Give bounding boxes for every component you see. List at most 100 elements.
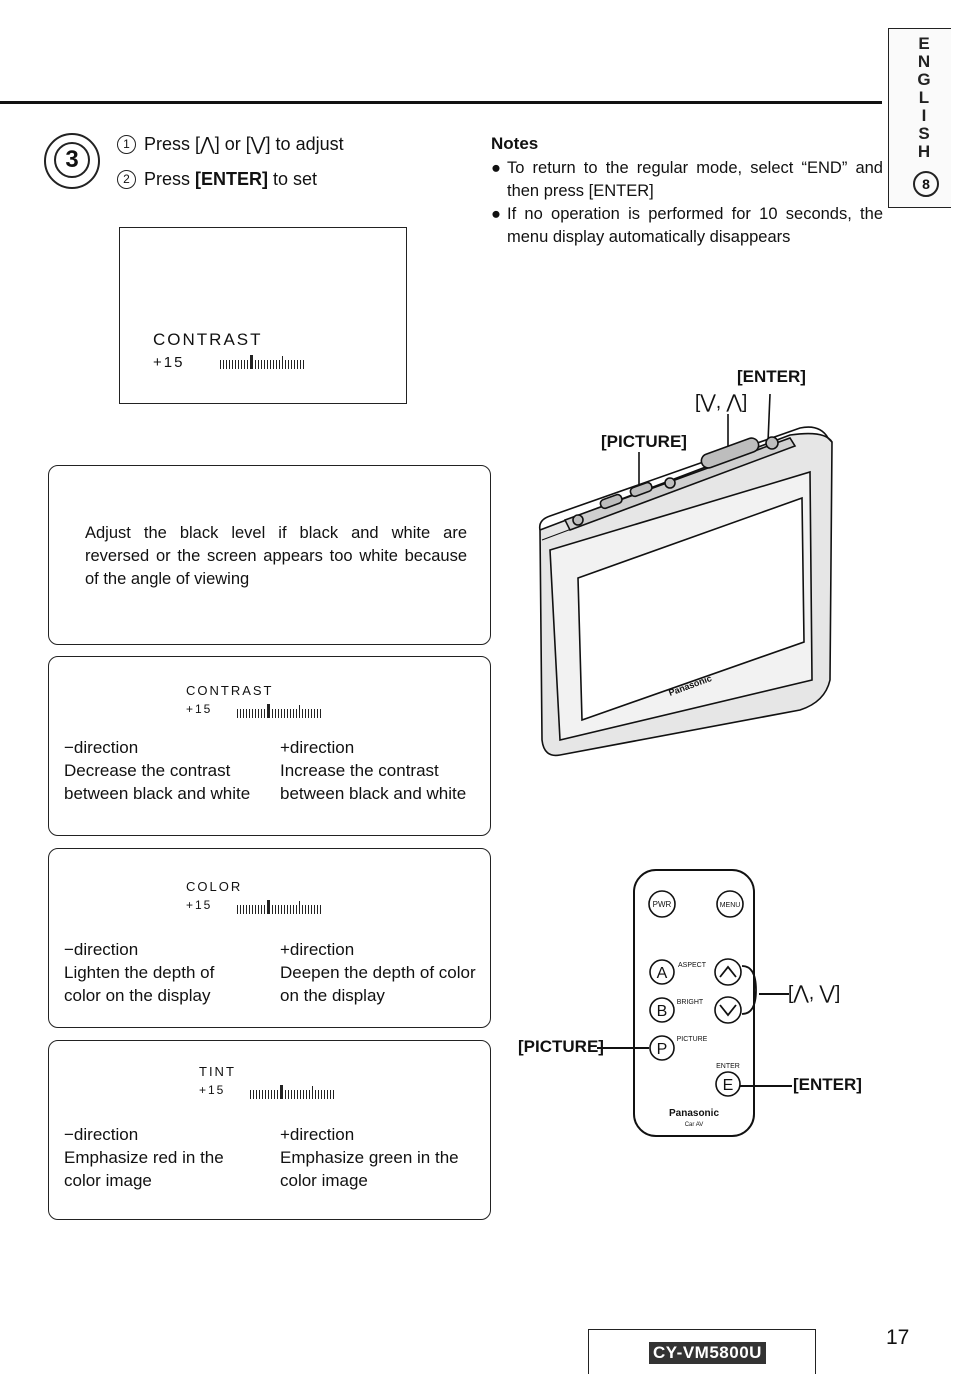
meter-tick	[287, 709, 288, 718]
meter-tick	[285, 360, 286, 369]
remote-menu-text: MENU	[720, 902, 741, 909]
meter-tick	[294, 360, 295, 369]
remote-aspect-button[interactable]	[649, 959, 675, 985]
meter-tick	[299, 705, 300, 718]
intro-box: Adjust the black level if black and whit…	[48, 465, 491, 645]
remote-enter-label: [ENTER]	[793, 1075, 862, 1094]
meter-tick	[308, 709, 309, 718]
minus-direction-desc-2: color on the display	[64, 986, 211, 1005]
step-line-2-pre: Press	[144, 169, 196, 189]
setting-label: TINT	[199, 1064, 236, 1079]
remote-picture-button[interactable]	[649, 1035, 675, 1061]
remote-down-button[interactable]	[714, 996, 742, 1024]
meter-tick	[312, 1086, 313, 1099]
plus-direction-desc-2: between black and white	[280, 784, 467, 803]
meter-tick	[268, 1090, 269, 1099]
meter-tick	[258, 360, 259, 369]
plus-direction-desc-1: Increase the contrast	[280, 761, 439, 780]
model-badge: CY-VM5800U	[588, 1329, 816, 1374]
note-text-2: If no operation is performed for 10 seco…	[507, 205, 883, 246]
remote-pwr-button[interactable]	[648, 890, 676, 918]
meter-tick	[261, 905, 262, 914]
setting-box-color: COLOR +15 −direction Lighten the depth o…	[48, 848, 491, 1028]
remote-picture-text: PICTURE	[677, 1036, 708, 1043]
top-rule	[0, 101, 882, 104]
remote-enter-text: ENTER	[716, 1063, 740, 1070]
meter-tick	[317, 709, 318, 718]
remote-arrows-label: [⋀, ⋁]	[788, 983, 841, 1004]
meter-tick	[249, 709, 250, 718]
meter-tick	[287, 905, 288, 914]
meter-tick	[240, 905, 241, 914]
meter-tick	[281, 709, 282, 718]
meter-tick	[284, 709, 285, 718]
meter-tick	[259, 1090, 260, 1099]
minus-direction-title: −direction	[64, 1125, 139, 1144]
meter-tick	[220, 360, 221, 369]
meter-tick	[237, 709, 238, 718]
meter-tick	[327, 1090, 328, 1099]
meter-tick	[246, 905, 247, 914]
minus-direction-desc-1: Emphasize red in the	[64, 1148, 224, 1167]
meter-tick	[278, 709, 279, 718]
meter-tick	[290, 905, 291, 914]
meter-tick	[314, 709, 315, 718]
meter-tick	[302, 905, 303, 914]
meter-tick	[318, 1090, 319, 1099]
step-line-1-text: Press [⋀] or [⋁] to adjust	[144, 134, 344, 154]
meter-tick	[252, 709, 253, 718]
meter-tick	[252, 905, 253, 914]
meter-tick	[291, 360, 292, 369]
meter-tick	[293, 709, 294, 718]
remote-enter-button[interactable]	[715, 1071, 741, 1097]
remote-aspect-text: ASPECT	[678, 962, 707, 969]
plus-direction-title: +direction	[280, 1125, 355, 1144]
minus-direction-desc-2: between black and white	[64, 784, 251, 803]
step-number: 3	[54, 142, 90, 178]
meter-tick	[265, 1090, 266, 1099]
meter-tick	[303, 1090, 304, 1099]
picture-leader-line	[597, 1047, 649, 1049]
meter-tick	[255, 709, 256, 718]
meter-tick	[255, 905, 256, 914]
meter-tick	[277, 1090, 278, 1099]
meter-tick	[302, 709, 303, 718]
meter-tick	[255, 360, 256, 369]
meter-tick	[305, 709, 306, 718]
meter-tick	[275, 709, 276, 718]
setting-label: CONTRAST	[186, 683, 274, 698]
meter-tick	[243, 905, 244, 914]
meter-tick	[311, 709, 312, 718]
meter-tick	[275, 905, 276, 914]
meter-tick	[226, 360, 227, 369]
remote-menu-button[interactable]	[716, 890, 744, 918]
minus-direction-desc-1: Decrease the contrast	[64, 761, 231, 780]
step-badge: 3	[44, 133, 100, 189]
meter-tick	[267, 360, 268, 369]
meter-tick	[309, 1090, 310, 1099]
meter-tick	[303, 360, 304, 369]
meter-tick	[261, 360, 262, 369]
model-name: CY-VM5800U	[649, 1342, 766, 1364]
meter-tick	[246, 709, 247, 718]
osd-setting-value: +15	[153, 354, 185, 371]
down-arrow-icon	[719, 1004, 737, 1017]
meter-tick	[290, 709, 291, 718]
remote-up-button[interactable]	[714, 958, 742, 986]
plus-direction-title: +direction	[280, 738, 355, 757]
meter-tick	[235, 360, 236, 369]
meter-tick	[264, 905, 265, 914]
monitor-picture-label: [PICTURE]	[601, 432, 687, 451]
minus-direction-desc-2: color image	[64, 1171, 152, 1190]
meter-tick	[284, 905, 285, 914]
remote-bright-button[interactable]	[649, 997, 675, 1023]
meter-tick	[315, 1090, 316, 1099]
arrows-leader-line	[759, 993, 789, 995]
monitor-enter-label: [ENTER]	[737, 367, 806, 386]
meter-tick	[320, 709, 321, 718]
meter-tick	[274, 1090, 275, 1099]
meter-tick	[297, 1090, 298, 1099]
